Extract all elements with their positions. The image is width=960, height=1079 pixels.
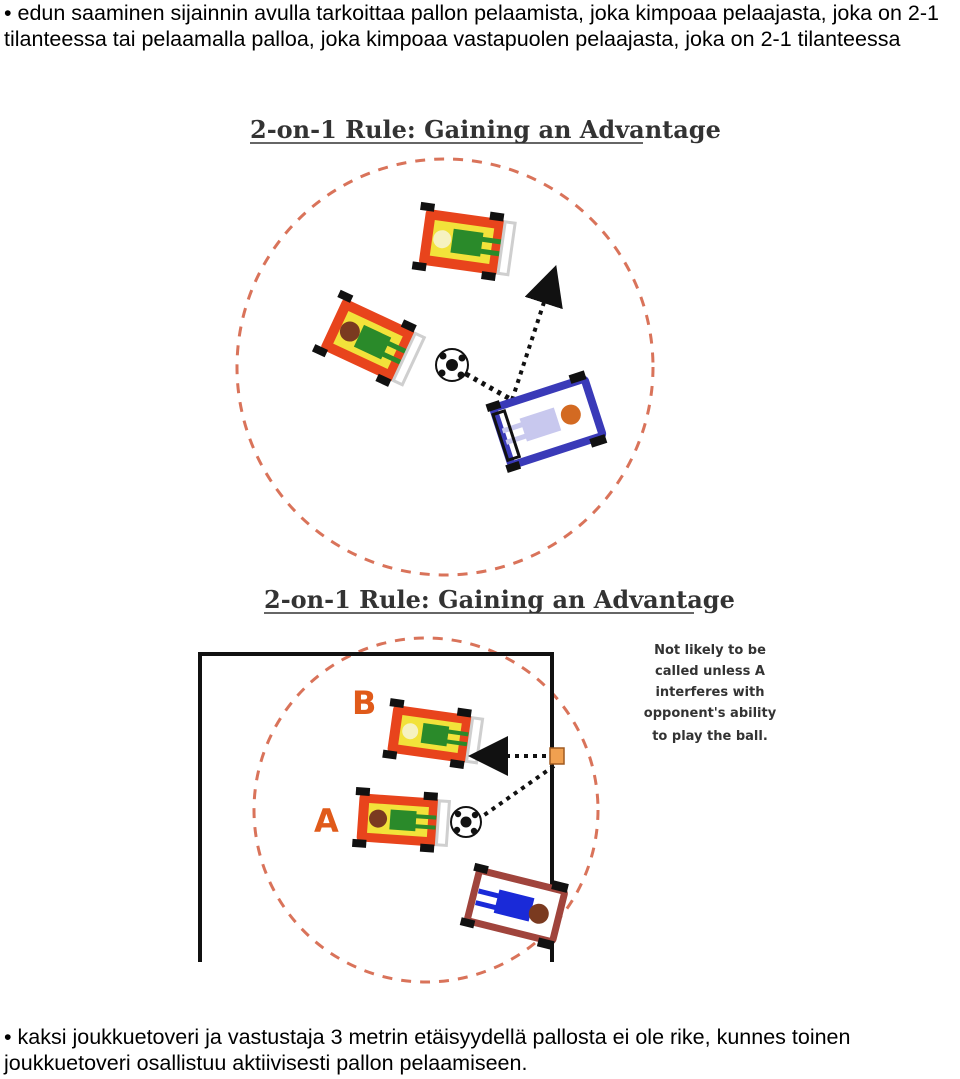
label-b: B [352,684,376,722]
svg-text:opponent's ability: opponent's ability [644,706,777,721]
path-ball-to-opponent [464,371,514,403]
diagram-2on1-near-wall: 2-on-1 Rule: Gaining an Advantage Not li… [198,585,777,984]
path-to-ball [478,764,556,820]
teammate-chair-b [380,696,486,773]
opponent-chair [459,862,569,951]
note-text: Not likely to be called unless A interfe… [644,643,777,744]
soccer-ball-icon [435,348,469,382]
soccer-ball-icon [450,806,482,838]
diagram-2on1-open-field: 2-on-1 Rule: Gaining an Advantage [235,115,721,577]
figure-2-title: 2-on-1 Rule: Gaining an Advantage [264,585,735,614]
referee-marker [549,747,565,765]
label-a: A [314,802,339,840]
svg-text:Not likely to be: Not likely to be [654,643,766,658]
teammate-chair-left [310,288,430,394]
svg-text:interferes with: interferes with [655,685,764,700]
corner-walls [198,652,554,962]
bullet-paragraph-2: • kaksi joukkuetoveri ja vastustaja 3 me… [4,1025,851,1075]
svg-text:to play the ball.: to play the ball. [652,729,768,744]
teammate-chair-top [410,200,518,285]
bullet-paragraph-1: • edun saaminen sijainnin avulla tarkoit… [4,1,939,51]
rebound-arrow [510,264,563,401]
teammate-chair-a [350,785,452,855]
figure-1-title: 2-on-1 Rule: Gaining an Advantage [250,115,721,144]
three-meter-circle [235,157,655,577]
three-meter-circle [252,636,600,984]
svg-text:called unless A: called unless A [655,664,765,679]
opponent-chair [485,370,608,473]
